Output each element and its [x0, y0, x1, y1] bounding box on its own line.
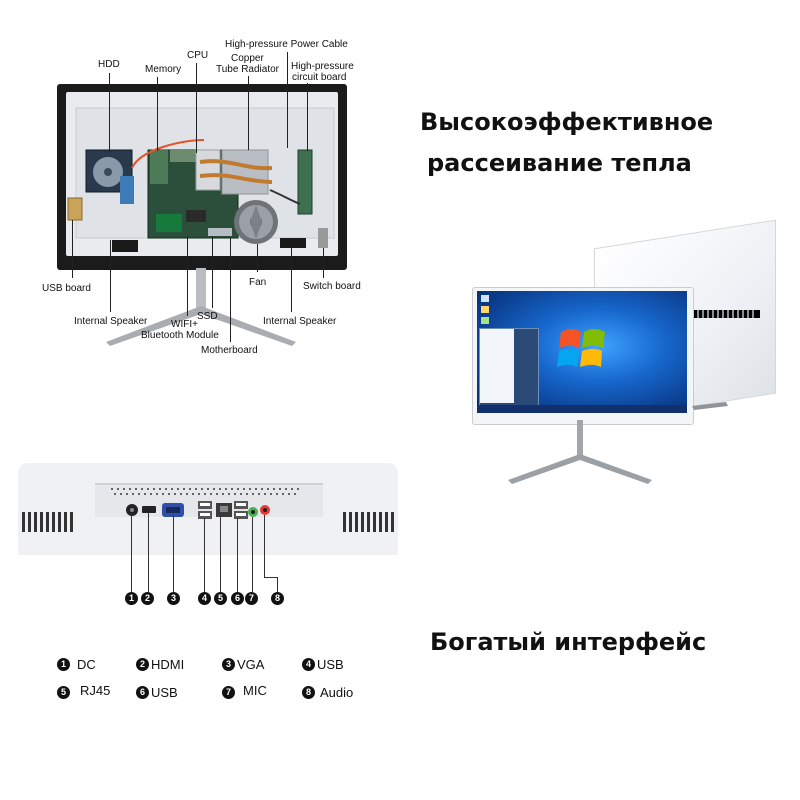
legend-label-usb-2: USB	[151, 685, 178, 700]
label-circuit-line2: circuit board	[292, 72, 347, 83]
usb-port-2	[234, 501, 248, 519]
label-wifi-line1: WIFI+	[171, 319, 198, 330]
legend-number-6: 6	[136, 686, 149, 699]
legend-label-audio: Audio	[320, 685, 354, 700]
legend-label-rj45: RJ45	[80, 683, 111, 698]
start-menu-list	[480, 329, 514, 403]
legend-label-dc: DC	[77, 657, 96, 672]
label-internal-speaker-left: Internal Speaker	[74, 316, 148, 327]
legend-number-2: 2	[136, 658, 149, 671]
label-switch-board: Switch board	[303, 281, 361, 292]
right-speaker-part	[280, 238, 306, 248]
dc-port	[126, 504, 138, 516]
legend-number-5: 5	[57, 686, 70, 699]
port-number-8: 8	[271, 592, 284, 605]
copper-tube-radiator-part	[195, 149, 273, 195]
vga-port	[162, 503, 184, 517]
legend-label-mic: MIC	[243, 683, 267, 698]
high-pressure-circuit-board-part	[297, 149, 313, 215]
port-number-4: 4	[198, 592, 211, 605]
label-motherboard: Motherboard	[201, 345, 258, 356]
label-usb-board: USB board	[42, 283, 91, 294]
port-number-6: 6	[231, 592, 244, 605]
taskbar	[477, 405, 687, 413]
legend-label-hdmi: HDMI	[151, 657, 185, 672]
label-ssd: SSD	[197, 311, 218, 322]
fan-part	[234, 200, 278, 244]
legend-number-3: 3	[222, 658, 235, 671]
legend-label-usb-1: USB	[317, 657, 344, 672]
usb-port-1	[198, 501, 212, 519]
label-memory: Memory	[145, 64, 182, 75]
legend-label-vga: VGA	[237, 657, 265, 672]
rich-interface-heading: Богатый интерфейс	[430, 628, 707, 656]
switch-board-part	[318, 228, 328, 248]
usb-board-part	[67, 197, 83, 221]
back-stand	[692, 402, 728, 410]
legend-number-1: 1	[57, 658, 70, 671]
label-hdd: HDD	[98, 59, 120, 70]
rj45-port	[216, 503, 232, 517]
monitor-back-vents	[690, 310, 760, 318]
desktop-icons	[481, 295, 489, 324]
legend-number-7: 7	[222, 686, 235, 699]
hdd-drive	[85, 149, 134, 204]
heat-dissipation-heading-line2: рассеивание тепла	[427, 149, 692, 177]
legend-number-4: 4	[302, 658, 315, 671]
panel-perforation	[111, 488, 299, 495]
left-speaker-part	[112, 240, 138, 252]
port-number-7: 7	[245, 592, 258, 605]
audio-port	[260, 505, 270, 515]
label-wifi-line2: Bluetooth Module	[141, 330, 219, 341]
port-number-2: 2	[141, 592, 154, 605]
hdmi-port	[142, 506, 156, 513]
label-fan: Fan	[249, 277, 267, 288]
interior-components	[67, 107, 335, 346]
label-radiator-line2: Tube Radiator	[216, 64, 279, 75]
heat-dissipation-heading-line1: Высокоэффективное	[420, 108, 714, 136]
legend-number-8: 8	[302, 686, 315, 699]
windows-flag-icon	[557, 329, 605, 367]
label-circuit-line1: High-pressure	[291, 61, 354, 72]
monitor-stand	[508, 420, 652, 484]
label-internal-speaker-right: Internal Speaker	[263, 316, 337, 327]
right-vent	[343, 512, 397, 532]
port-number-5: 5	[214, 592, 227, 605]
label-power-cable: High-pressure Power Cable	[225, 39, 348, 50]
left-vent	[22, 512, 76, 532]
port-row	[126, 501, 270, 519]
label-radiator-line1: Copper	[231, 53, 264, 64]
port-number-1: 1	[125, 592, 138, 605]
port-number-3: 3	[167, 592, 180, 605]
label-cpu: CPU	[187, 50, 209, 61]
mic-port	[248, 507, 258, 517]
diagram-stand	[106, 268, 296, 346]
